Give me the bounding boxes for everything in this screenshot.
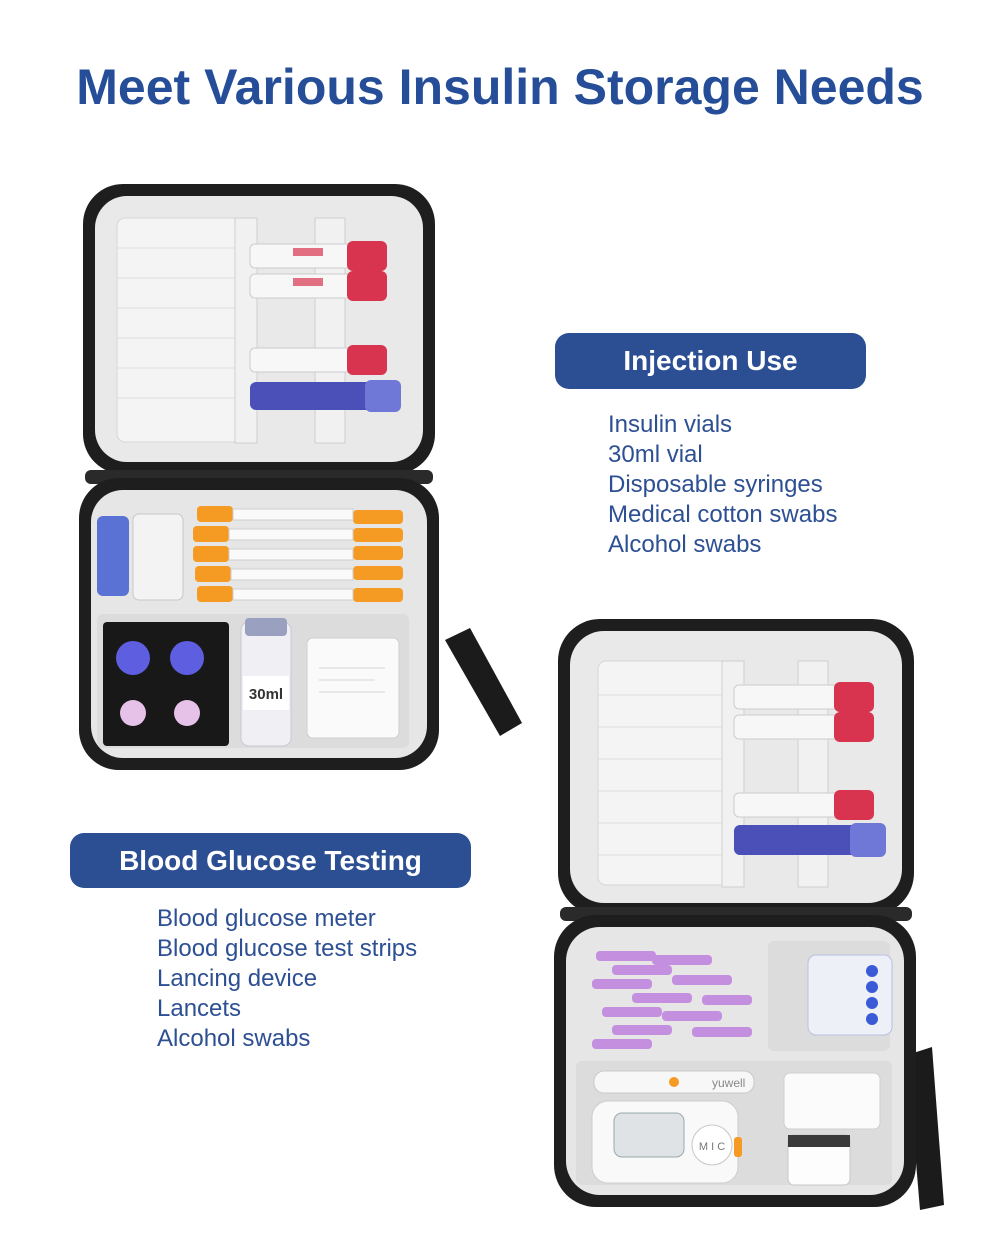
insulin-case-glucose-image: yuwell M I C bbox=[554, 619, 944, 1210]
blood-glucose-testing-badge: Blood Glucose Testing bbox=[70, 833, 471, 888]
list-item: Disposable syringes bbox=[608, 471, 823, 498]
list-item: Blood glucose meter bbox=[157, 905, 376, 932]
list-item: Insulin vials bbox=[608, 411, 733, 438]
page-headline: Meet Various Insulin Storage Needs bbox=[76, 59, 924, 115]
glucose-items-list: Blood glucose meter Blood glucose test s… bbox=[157, 904, 417, 1054]
list-item: Lancets bbox=[157, 995, 242, 1022]
list-item: Medical cotton swabs bbox=[608, 501, 838, 528]
injection-items-list: Insulin vials 30ml vial Disposable syrin… bbox=[608, 410, 837, 560]
vial-label: 30ml bbox=[249, 686, 283, 703]
lancing-device-brand: yuwell bbox=[712, 1076, 745, 1090]
list-item: 30ml vial bbox=[608, 441, 703, 468]
insulin-case-injection-image: 30ml bbox=[79, 184, 522, 770]
list-item: Lancing device bbox=[157, 965, 318, 992]
list-item: Alcohol swabs bbox=[157, 1025, 311, 1052]
list-item: Alcohol swabs bbox=[608, 531, 762, 558]
list-item: Blood glucose test strips bbox=[157, 935, 418, 962]
meter-button: M I C bbox=[699, 1141, 725, 1153]
injection-use-badge: Injection Use bbox=[555, 333, 866, 389]
